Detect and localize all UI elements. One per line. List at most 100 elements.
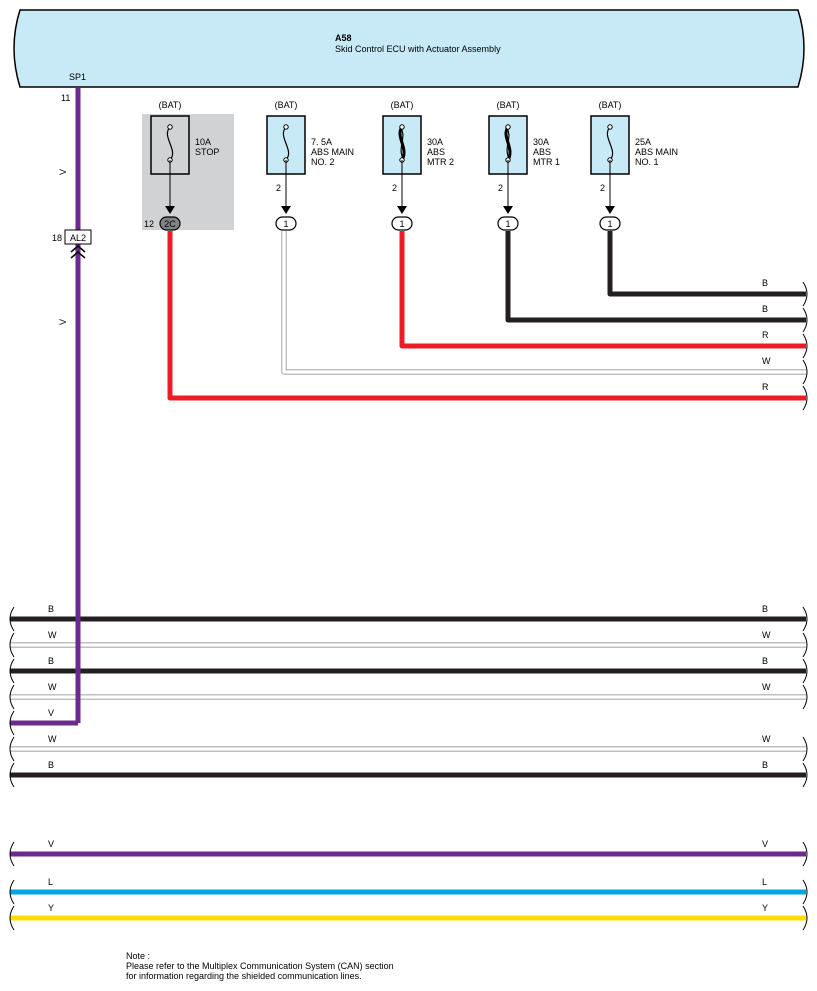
connector-pill — [159, 216, 181, 231]
bus-line-label-left: V — [48, 708, 54, 718]
lower-line-label-right: Y — [762, 903, 768, 913]
fuse-element-icon — [606, 126, 614, 161]
fuse-source-label: (BAT) — [497, 100, 520, 110]
fuse-source-label: (BAT) — [599, 100, 622, 110]
left-break — [9, 658, 15, 684]
sp1-wire-color-lower: V — [58, 319, 68, 325]
left-break — [9, 684, 15, 710]
connector-pill — [275, 216, 297, 231]
left-break — [9, 632, 15, 658]
left-break — [9, 606, 15, 632]
bus-line-label-left: W — [48, 682, 57, 692]
right-break — [802, 879, 808, 905]
down-arrow-icon — [605, 206, 615, 214]
sp1-annotations: 11 V 18 AL2 V — [52, 93, 92, 325]
fuse-4-wire-label: B — [762, 304, 768, 314]
bus-line-label-right: W — [762, 682, 771, 692]
fuse-pin-number: 2 — [392, 183, 397, 193]
fuse-terminal-top — [505, 124, 511, 130]
fuse-name-line-1: STOP — [195, 147, 219, 157]
fuse-source-label: (BAT) — [159, 100, 182, 110]
fuse-name-line-1: ABS MAIN — [311, 147, 354, 157]
right-break — [802, 307, 808, 333]
left-break — [9, 879, 15, 905]
fuse-name-line-1: ABS MAIN — [635, 147, 678, 157]
fuse-pin-number: 2 — [600, 183, 605, 193]
fuse-terminal-top — [607, 124, 613, 130]
lower-line-label-right: L — [762, 877, 767, 887]
fuse-rating: 25A — [635, 137, 651, 147]
note-line-1: Please refer to the Multiplex Communicat… — [126, 961, 394, 971]
right-break — [802, 359, 808, 385]
fuse-pin-number: 2 — [276, 183, 281, 193]
fuse-name-line-2: NO. 1 — [635, 157, 659, 167]
connector-pill-label: 1 — [505, 219, 510, 229]
fuse-2-wire-label: W — [762, 356, 771, 366]
fuse-3-wire-label: R — [762, 330, 769, 340]
ecu-header: A58 Skid Control ECU with Actuator Assem… — [13, 9, 805, 88]
down-arrow-icon — [281, 206, 291, 214]
al2-chevron-icon — [70, 245, 86, 259]
connector-pill-label: 1 — [283, 219, 288, 229]
connector-pill — [599, 216, 621, 231]
connector-pin-number: 12 — [144, 219, 154, 229]
fuse-pin-number: 2 — [498, 183, 503, 193]
fuse-2-wire — [282, 231, 806, 374]
connector-pill-label: 1 — [399, 219, 404, 229]
right-break — [802, 333, 808, 359]
fuse-rating: 30A — [533, 137, 549, 147]
right-break — [802, 736, 808, 762]
down-arrow-icon — [503, 206, 513, 214]
fuse-3-wire — [399, 231, 806, 349]
ecu-connector-id: A58 — [335, 33, 352, 43]
fuse-terminal-top — [167, 124, 173, 130]
fuse-name-line-1: ABS — [427, 147, 445, 157]
lower-line-label-left: Y — [48, 903, 54, 913]
bus-line-label-right: B — [762, 760, 768, 770]
bus-line-label-right: B — [762, 656, 768, 666]
bus-line-label-left: B — [48, 760, 54, 770]
fuse-element-icon — [282, 126, 290, 161]
bus-line-label-right: B — [762, 604, 768, 614]
left-break — [9, 905, 15, 931]
right-break — [802, 905, 808, 931]
fuse-5-wire-label: B — [762, 278, 768, 288]
ecu-box — [13, 9, 805, 88]
fuse-source-label: (BAT) — [391, 100, 414, 110]
al2-connector-box — [64, 229, 92, 245]
right-break — [802, 632, 808, 658]
right-break — [802, 684, 808, 710]
right-break — [802, 762, 808, 788]
fuse-terminal-top — [283, 124, 289, 130]
connector-pill — [391, 216, 413, 231]
fuse-name-line-2: NO. 2 — [311, 157, 335, 167]
bus-line-label-right: W — [762, 734, 771, 744]
bus-line-label-left: B — [48, 604, 54, 614]
right-break — [802, 606, 808, 632]
fuse-name-line-2: MTR 2 — [427, 157, 454, 167]
lower-line-label-left: V — [48, 839, 54, 849]
bus-line-label-left: B — [48, 656, 54, 666]
right-break — [802, 841, 808, 867]
sp1-wire-color-upper: V — [58, 169, 68, 175]
left-break — [9, 736, 15, 762]
bus-line-label-left: W — [48, 734, 57, 744]
left-break — [9, 762, 15, 788]
lower-line-label-left: L — [48, 877, 53, 887]
fuse-rating: 10A — [195, 137, 211, 147]
left-break — [9, 710, 15, 736]
right-break — [802, 281, 808, 307]
right-break — [802, 658, 808, 684]
fuse-5-wire — [607, 231, 806, 297]
fuse-name-line-2: MTR 1 — [533, 157, 560, 167]
note-block: Note : Please refer to the Multiplex Com… — [126, 951, 394, 981]
fuse-4-wire — [505, 231, 806, 323]
al2-connector-label: AL2 — [70, 233, 86, 243]
fuse-element-icon — [166, 126, 174, 161]
